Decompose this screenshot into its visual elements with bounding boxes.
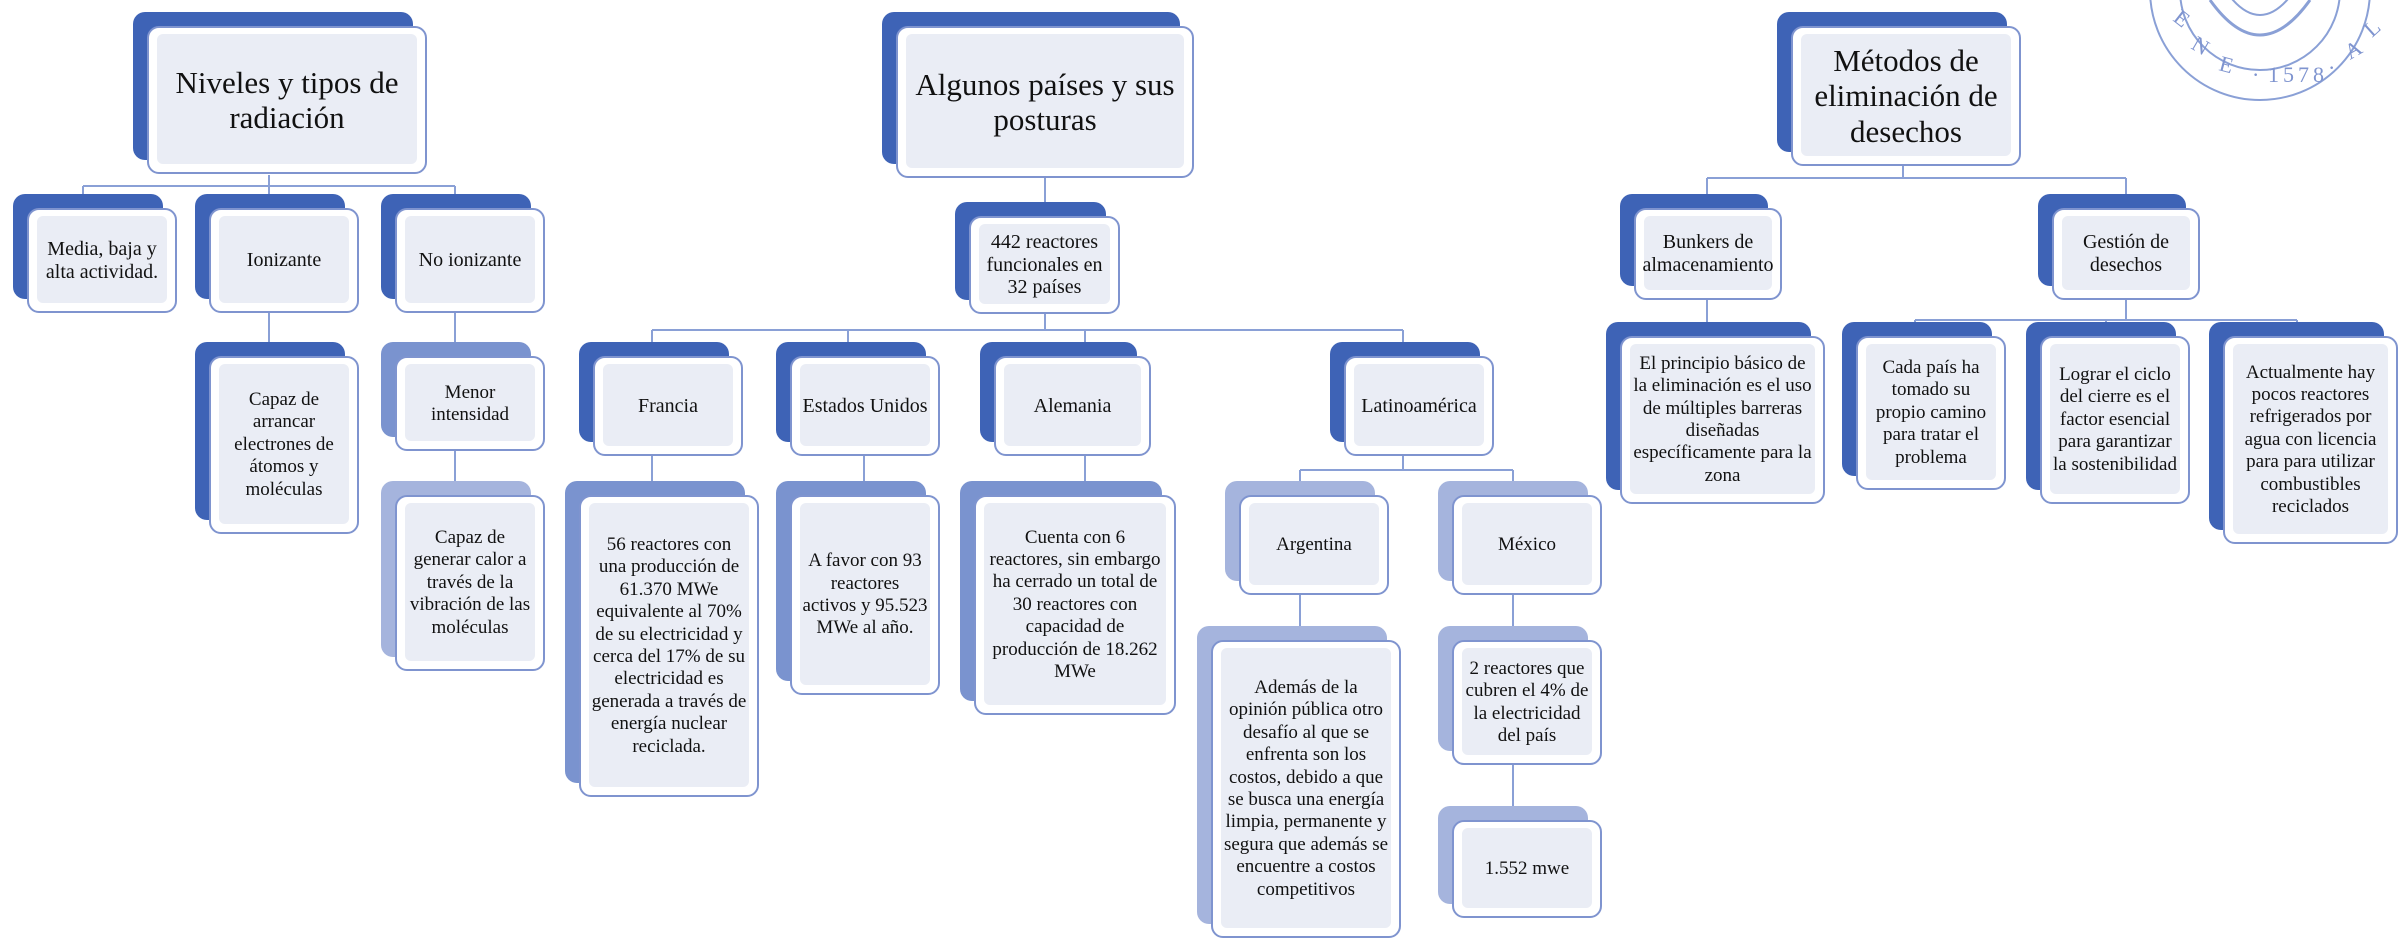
- alemania-desc: Cuenta con 6 reactores, sin embargo ha c…: [989, 526, 1161, 683]
- estados-unidos-desc: A favor con 93 reactores activos y 95.52…: [802, 550, 928, 639]
- bunkers-desc: El principio básico de la eliminación es…: [1633, 352, 1812, 486]
- gestion-desc-2-node: Lograr el ciclo del cierre es el factor …: [2026, 322, 2190, 504]
- paises-title-node: Algunos países y sus posturas: [882, 12, 1194, 178]
- menor-intensidad-node: Menor intensidad: [381, 342, 545, 451]
- paises-title: Algunos países y sus posturas: [915, 66, 1175, 137]
- university-seal-logo: E N E · 1578 · A L: [2149, 0, 2386, 101]
- francia-label: Francia: [638, 394, 698, 417]
- no-ionizante-label: No ionizante: [418, 249, 522, 272]
- svg-text:L: L: [2359, 14, 2386, 42]
- ionizante-desc: Capaz de arrancar electrones de átomos y…: [234, 388, 334, 500]
- gestion-desc-1: Cada país ha tomado su propio camino par…: [1875, 356, 1987, 468]
- argentina-desc-node: Además de la opinión pública otro desafí…: [1197, 626, 1401, 938]
- francia-desc: 56 reactores con una producción de 61.37…: [591, 533, 747, 757]
- mexico-value: 1.552 mwe: [1484, 858, 1570, 880]
- niveles-title-node: Niveles y tipos de radiación: [133, 12, 427, 174]
- ionizante-label: Ionizante: [246, 249, 322, 272]
- niveles-title: Niveles y tipos de radiación: [175, 64, 399, 135]
- gestion-desc-2: Lograr el ciclo del cierre es el factor …: [2052, 363, 2177, 475]
- ionizante-desc-node: Capaz de arrancar electrones de átomos y…: [195, 342, 359, 534]
- metodos-title-node: Métodos de eliminación de desechos: [1777, 12, 2021, 166]
- menor-intensidad-label: Menor intensidad: [430, 381, 510, 425]
- alemania-label: Alemania: [1033, 394, 1112, 417]
- mexico-desc-node: 2 reactores que cubren el 4% de la elect…: [1438, 626, 1602, 765]
- gestion-desc-1-node: Cada país ha tomado su propio camino par…: [1842, 322, 2006, 490]
- francia-node: Francia: [579, 342, 743, 456]
- actividad-label: Media, baja y alta actividad.: [45, 237, 159, 283]
- bunkers-node: Bunkers de almacenamiento: [1620, 194, 1782, 300]
- alemania-node: Alemania: [980, 342, 1151, 456]
- argentina-node: Argentina: [1225, 481, 1389, 595]
- bunkers-label: Bunkers de almacenamiento: [1642, 231, 1774, 276]
- reactores-summary-node: 442 reactores funcionales en 32 países: [955, 202, 1120, 314]
- alemania-desc-node: Cuenta con 6 reactores, sin embargo ha c…: [960, 481, 1176, 715]
- estados-unidos-desc-node: A favor con 93 reactores activos y 95.52…: [776, 481, 940, 695]
- svg-text:E: E: [2169, 4, 2195, 32]
- latinoamerica-label: Latinoamérica: [1361, 394, 1477, 417]
- reactores-summary: 442 reactores funcionales en 32 países: [986, 230, 1103, 299]
- bunkers-desc-node: El principio básico de la eliminación es…: [1606, 322, 1825, 504]
- francia-desc-node: 56 reactores con una producción de 61.37…: [565, 481, 759, 797]
- actividad-node: Media, baja y alta actividad.: [13, 194, 177, 313]
- ionizante-node: Ionizante: [195, 194, 359, 313]
- argentina-desc: Además de la opinión pública otro desafí…: [1223, 676, 1389, 900]
- argentina-label: Argentina: [1276, 534, 1352, 556]
- svg-text:·: ·: [2328, 55, 2335, 80]
- gestion-desc-3: Actualmente hay pocos reactores refriger…: [2244, 361, 2377, 518]
- estados-unidos-node: Estados Unidos: [776, 342, 940, 456]
- mexico-node: México: [1438, 481, 1602, 595]
- svg-text:·: ·: [2252, 62, 2259, 87]
- estados-unidos-label: Estados Unidos: [802, 394, 928, 417]
- gestion-desc-3-node: Actualmente hay pocos reactores refriger…: [2209, 322, 2398, 544]
- no-ionizante-desc: Capaz de generar calor a través de la vi…: [409, 526, 531, 638]
- mexico-label: México: [1497, 534, 1557, 556]
- latinoamerica-node: Latinoamérica: [1330, 342, 1494, 456]
- svg-text:E: E: [2217, 51, 2236, 79]
- gestion-node: Gestión de desechos: [2038, 194, 2200, 300]
- svg-text:1578: 1578: [2268, 62, 2328, 87]
- mexico-value-node: 1.552 mwe: [1438, 806, 1602, 918]
- no-ionizante-node: No ionizante: [381, 194, 545, 313]
- gestion-label: Gestión de desechos: [2082, 231, 2170, 276]
- no-ionizante-desc-node: Capaz de generar calor a través de la vi…: [381, 481, 545, 671]
- svg-text:N: N: [2188, 31, 2214, 61]
- metodos-title: Métodos de eliminación de desechos: [1814, 43, 1998, 149]
- mexico-desc: 2 reactores que cubren el 4% de la elect…: [1465, 657, 1589, 746]
